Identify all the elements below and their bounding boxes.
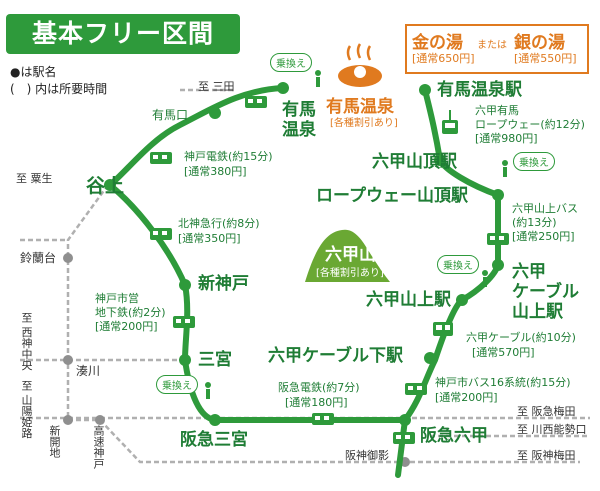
route-sanjobus: 六甲山上バス (512, 202, 578, 215)
page-title: 基本フリー区間 (6, 14, 240, 54)
station-hankyu-rokko: 阪急六甲 (420, 426, 488, 446)
station-suzurandai: 鈴蘭台 (20, 251, 57, 265)
dest-nishi-shinkaichi: 至 西神中央 (20, 312, 33, 371)
station-arimaguchi: 有馬口 (152, 108, 189, 122)
route-hokushin-time: (約8分) (222, 217, 260, 230)
station-hankyu-sannomiya: 阪急三宮 (180, 430, 248, 450)
gin-label: 銀の湯 (514, 33, 565, 53)
mountain-note: [各種割引あり] (316, 268, 384, 279)
route-subway-time: (約2分) (128, 306, 166, 319)
route-hankyu-time: (約7分) (322, 381, 360, 394)
route-bus16-time: (約15分) (526, 376, 571, 389)
station-ropeway-sancho: ロープウェー山頂駅 (316, 186, 468, 206)
kin-label: 金の湯 (412, 33, 463, 53)
route-shintetsu-time: (約15分) (228, 150, 273, 163)
station-arima-onsen: 有馬 温泉 (282, 100, 316, 140)
route-cable: 六甲ケーブル (466, 331, 532, 344)
fare-hokushin: [通常350円] (178, 232, 241, 245)
station-rokkosanjo: 六甲山上駅 (366, 290, 451, 310)
route-sanjobus-time: (約13分) (512, 216, 557, 229)
station-rokkosancho: 六甲山頂駅 (372, 152, 457, 172)
transfer-badge-arima: 乗換え (270, 53, 312, 72)
vehicle-windows (153, 99, 504, 439)
map-legend: ●は駅名 ( ) 内は所要時間 (10, 64, 107, 98)
gin-fare: [通常550円] (514, 52, 577, 65)
dest-sanda: 至 三田 (198, 80, 235, 93)
route-subway-1: 神戸市営 (95, 292, 139, 305)
onsen-note: [各種割引あり] (330, 118, 398, 129)
onsen-name: 有馬温泉 (326, 97, 394, 117)
fare-sanjobus: [通常250円] (512, 230, 575, 243)
kin-fare: [通常650円] (412, 52, 475, 65)
dest-hankyu-umeda: 至 阪急梅田 (517, 405, 576, 418)
station-minatogawa: 湊川 (76, 364, 101, 378)
transfer-badge-cable: 乗換え (437, 255, 479, 274)
route-bus16: 神戸市バス16系統 (435, 376, 526, 389)
route-subway-2: 地下鉄 (95, 306, 128, 319)
route-ropeway-time: (約12分) (540, 118, 585, 131)
transfer-badge-sancho: 乗換え (513, 152, 555, 171)
station-tanigami: 谷上 (86, 175, 125, 197)
dest-awaji: 至 粟生 (16, 172, 53, 185)
legend-dot: ●は駅名 (10, 65, 57, 79)
route-shintetsu: 神戸電鉄 (184, 150, 228, 163)
route-ropeway-1: 六甲有馬 (475, 104, 519, 117)
green-stations (104, 82, 504, 426)
dest-sanyo-himeji: 至 山陽姫路 (20, 380, 33, 439)
station-hanshin-mikage: 阪神御影 (345, 449, 389, 462)
walk-icons (205, 70, 508, 399)
fare-bus16: [通常200円] (435, 391, 498, 404)
route-hankyu: 阪急電鉄 (278, 381, 322, 394)
onsen-icon (338, 43, 382, 87)
mountain-name: 六甲山 (325, 245, 376, 265)
station-arima-onsen-eki: 有馬温泉駅 (437, 80, 522, 100)
fare-hankyu: [通常180円] (285, 396, 348, 409)
fare-subway: [通常200円] (95, 320, 158, 333)
fare-shintetsu: [通常380円] (184, 165, 247, 178)
fare-cable: [通常570円] (472, 346, 535, 359)
transfer-badge-sannomiya: 乗換え (156, 375, 198, 394)
fare-ropeway: [通常980円] (475, 132, 538, 145)
dest-shinkaichi: 新開地 (48, 425, 61, 458)
mountain-icon (305, 229, 390, 282)
route-cable-time: (約10分) (531, 331, 576, 344)
or-label: または (477, 40, 507, 51)
legend-paren: ( ) 内は所要時間 (10, 82, 108, 96)
route-hokushin: 北神急行 (178, 217, 222, 230)
dest-hanshin-umeda: 至 阪神梅田 (517, 449, 576, 462)
route-ropeway-2: ロープウェー (475, 118, 541, 131)
station-cable-sanjo: 六甲 ケーブル 山上駅 (512, 262, 579, 322)
dest-kosoku-kobe: 高速神戸 (92, 425, 105, 469)
station-shinkobe: 新神戸 (198, 274, 249, 294)
onsen-fare-box (405, 24, 589, 74)
dest-jr-nishinomiya: 至 川西能勢口 (517, 423, 587, 436)
station-sannomiya: 三宮 (198, 350, 232, 370)
station-cable-shita: 六甲ケーブル下駅 (268, 346, 403, 366)
